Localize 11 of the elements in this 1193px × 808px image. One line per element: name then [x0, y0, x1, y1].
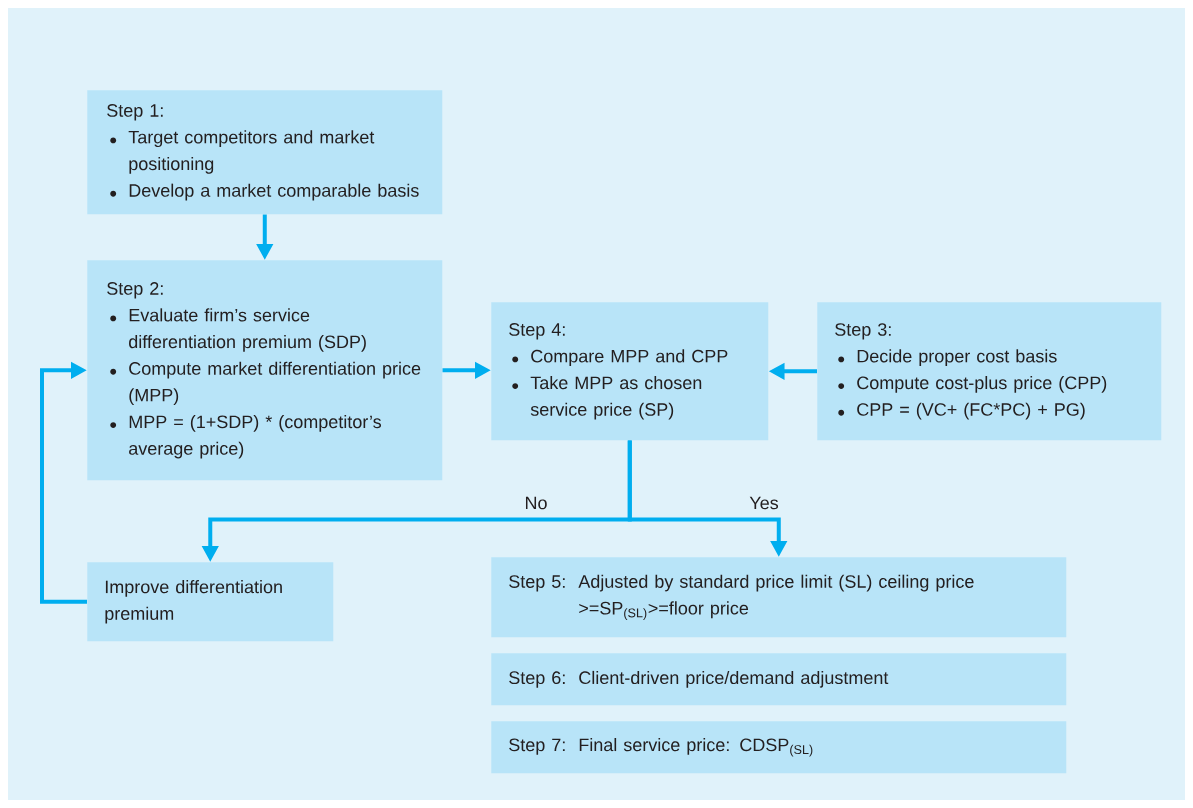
arrow: [40, 361, 87, 604]
process-box: Step 6: Client-driven price/demand adjustment: [491, 653, 1067, 706]
edge-label: Yes: [748, 495, 780, 511]
edge-label: No: [523, 495, 549, 511]
process-box: Step 3: Decide proper cost basis Compute cost-plus price (CPP) CPP = (VC+ (FC*PC) + PG): [817, 302, 1162, 441]
process-box: Improve differentiation premium: [87, 562, 334, 642]
process-box: Step 7: Final service price: CDSP$_{(SL)}$: [491, 721, 1067, 774]
process-box: Step 5: Adjusted by standard price limit (SL) ceiling price >=SP$_{(SL)}$>=floor price: [491, 557, 1067, 638]
process-box: Step 1: Target competitors and market positioning Develop a market comparable basis: [87, 90, 443, 215]
process-box: Step 2: Evaluate firm’s service differentiation premium (SDP) Compute market differentiation price (MPP) MPP = (1+SDP) * (competitor’s average price): [87, 260, 443, 481]
process-box: Step 4: Compare MPP and CPP Take MPP as chosen service price (SP): [491, 302, 769, 441]
